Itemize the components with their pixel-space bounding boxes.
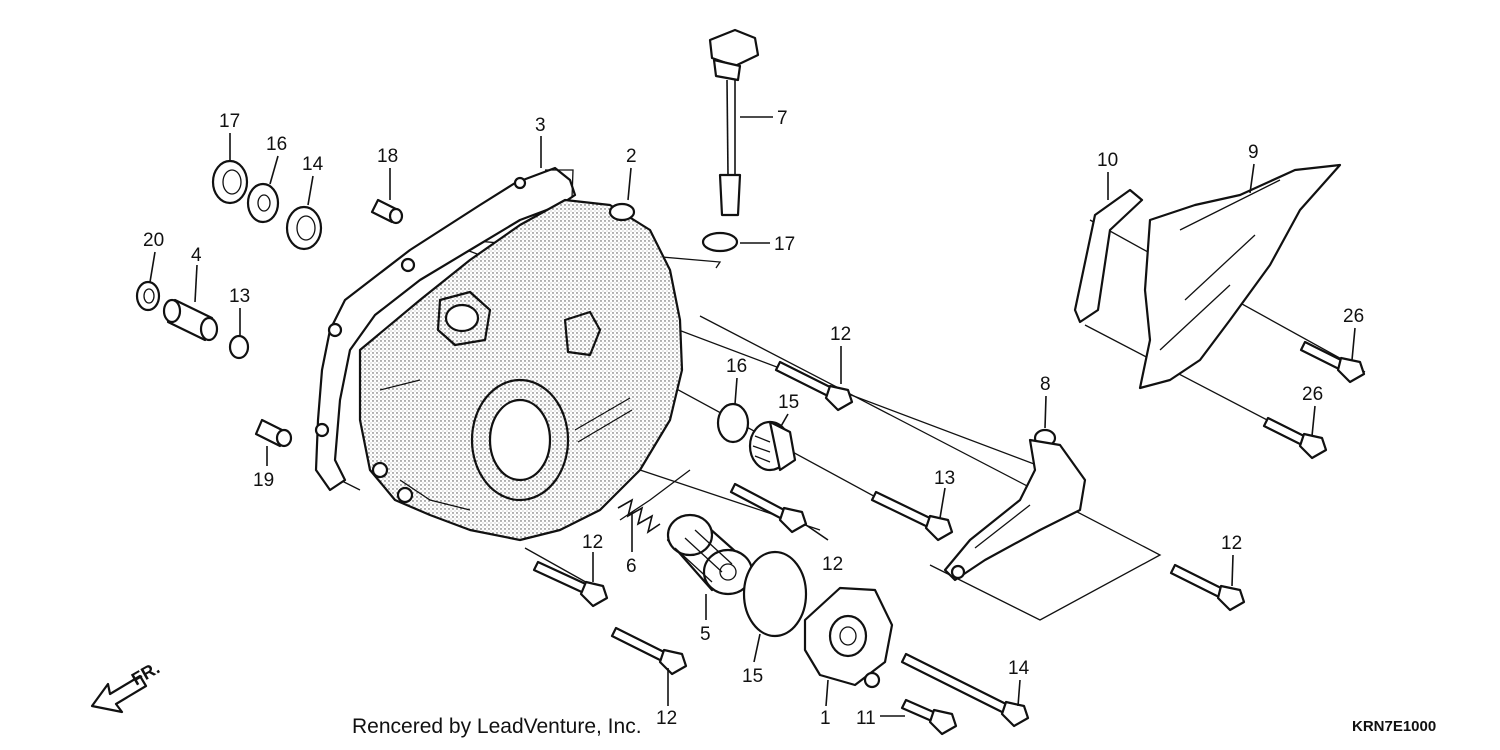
callout-2: 2	[626, 146, 637, 167]
callout-5: 5	[700, 624, 711, 645]
part-19-oil-seal	[285, 205, 323, 251]
part-6-spring	[617, 498, 661, 534]
part-21-o-ring	[716, 402, 750, 444]
callout-19: 14	[302, 154, 324, 175]
callout-15: 15	[778, 392, 799, 413]
callout-22: 17	[774, 234, 795, 255]
part-9-sprocket-cover	[1138, 163, 1342, 390]
callout-23: 18	[377, 146, 398, 167]
part-23-dowel-pin	[370, 198, 404, 225]
part-5-oil-filter	[666, 513, 754, 596]
bolt-13	[870, 490, 954, 542]
front-direction-indicator: FR.	[90, 658, 163, 714]
callout-4: 4	[191, 245, 202, 266]
bolt-26-upper	[1299, 340, 1366, 384]
rendered-by-credit: Rencered by LeadVenture, Inc.	[352, 715, 642, 738]
bolt-12-left-upper	[532, 560, 609, 608]
part-1-filter-cover	[803, 586, 894, 689]
callout-13: 13	[934, 468, 955, 489]
callout-25: 20	[143, 230, 164, 251]
front-arrow-icon	[90, 674, 148, 714]
part-20-o-ring	[742, 550, 808, 638]
callout-14: 14	[1008, 658, 1030, 679]
callout-20: 15	[742, 666, 763, 687]
part-10-plate	[1073, 188, 1144, 324]
leader-lines	[149, 116, 1356, 717]
part-3-gasket	[314, 166, 577, 492]
bolt-14	[900, 652, 1030, 728]
callout-9: 9	[1248, 142, 1259, 163]
part-8-bracket	[943, 428, 1087, 582]
bolt-12-middle	[729, 482, 808, 534]
callout-11: 11	[856, 708, 876, 729]
part-15-oil-filler-plug	[748, 420, 797, 472]
part-7-dipstick	[708, 28, 760, 217]
callout-6: 6	[626, 556, 637, 577]
callout-24: 19	[253, 470, 274, 491]
bolt-26-lower	[1262, 416, 1328, 460]
part-4-shaft-collar	[162, 298, 219, 342]
part-22-o-ring	[701, 231, 739, 253]
callout-16: 16	[266, 134, 287, 155]
callout-7: 7	[777, 108, 788, 129]
part-18-o-ring	[228, 334, 250, 360]
callout-12-middle: 12	[822, 554, 843, 575]
callout-26-upper: 26	[1343, 306, 1364, 327]
callout-12-upper: 12	[830, 324, 851, 345]
part-2-crankcase-cover	[358, 198, 684, 542]
part-17-circlip	[211, 159, 249, 205]
callout-12-left-upper: 12	[582, 532, 603, 553]
callout-3: 3	[535, 115, 546, 136]
callout-18: 13	[229, 286, 250, 307]
callout-8: 8	[1040, 374, 1051, 395]
part-16-washer	[246, 182, 280, 224]
bolt-12-right	[1169, 563, 1246, 612]
part-25-washer	[135, 280, 161, 312]
callout-labels: 17 16 14 20 4 13 18 3 2 7 17 19 16 15 12…	[143, 108, 1364, 729]
bolt-12-upper	[774, 360, 854, 412]
bolt-11	[900, 698, 958, 736]
callout-12-left-lower: 12	[656, 708, 677, 729]
callout-21: 16	[726, 356, 747, 377]
diagram-code: KRN7E1000	[1352, 718, 1436, 735]
bolt-12-left-lower	[610, 626, 688, 676]
part-24-dowel-pin	[254, 418, 293, 448]
callout-26-lower: 26	[1302, 384, 1323, 405]
callout-12-right: 12	[1221, 533, 1242, 554]
callout-1: 1	[820, 708, 831, 729]
callout-10: 10	[1097, 150, 1118, 171]
callout-17: 17	[219, 111, 240, 132]
